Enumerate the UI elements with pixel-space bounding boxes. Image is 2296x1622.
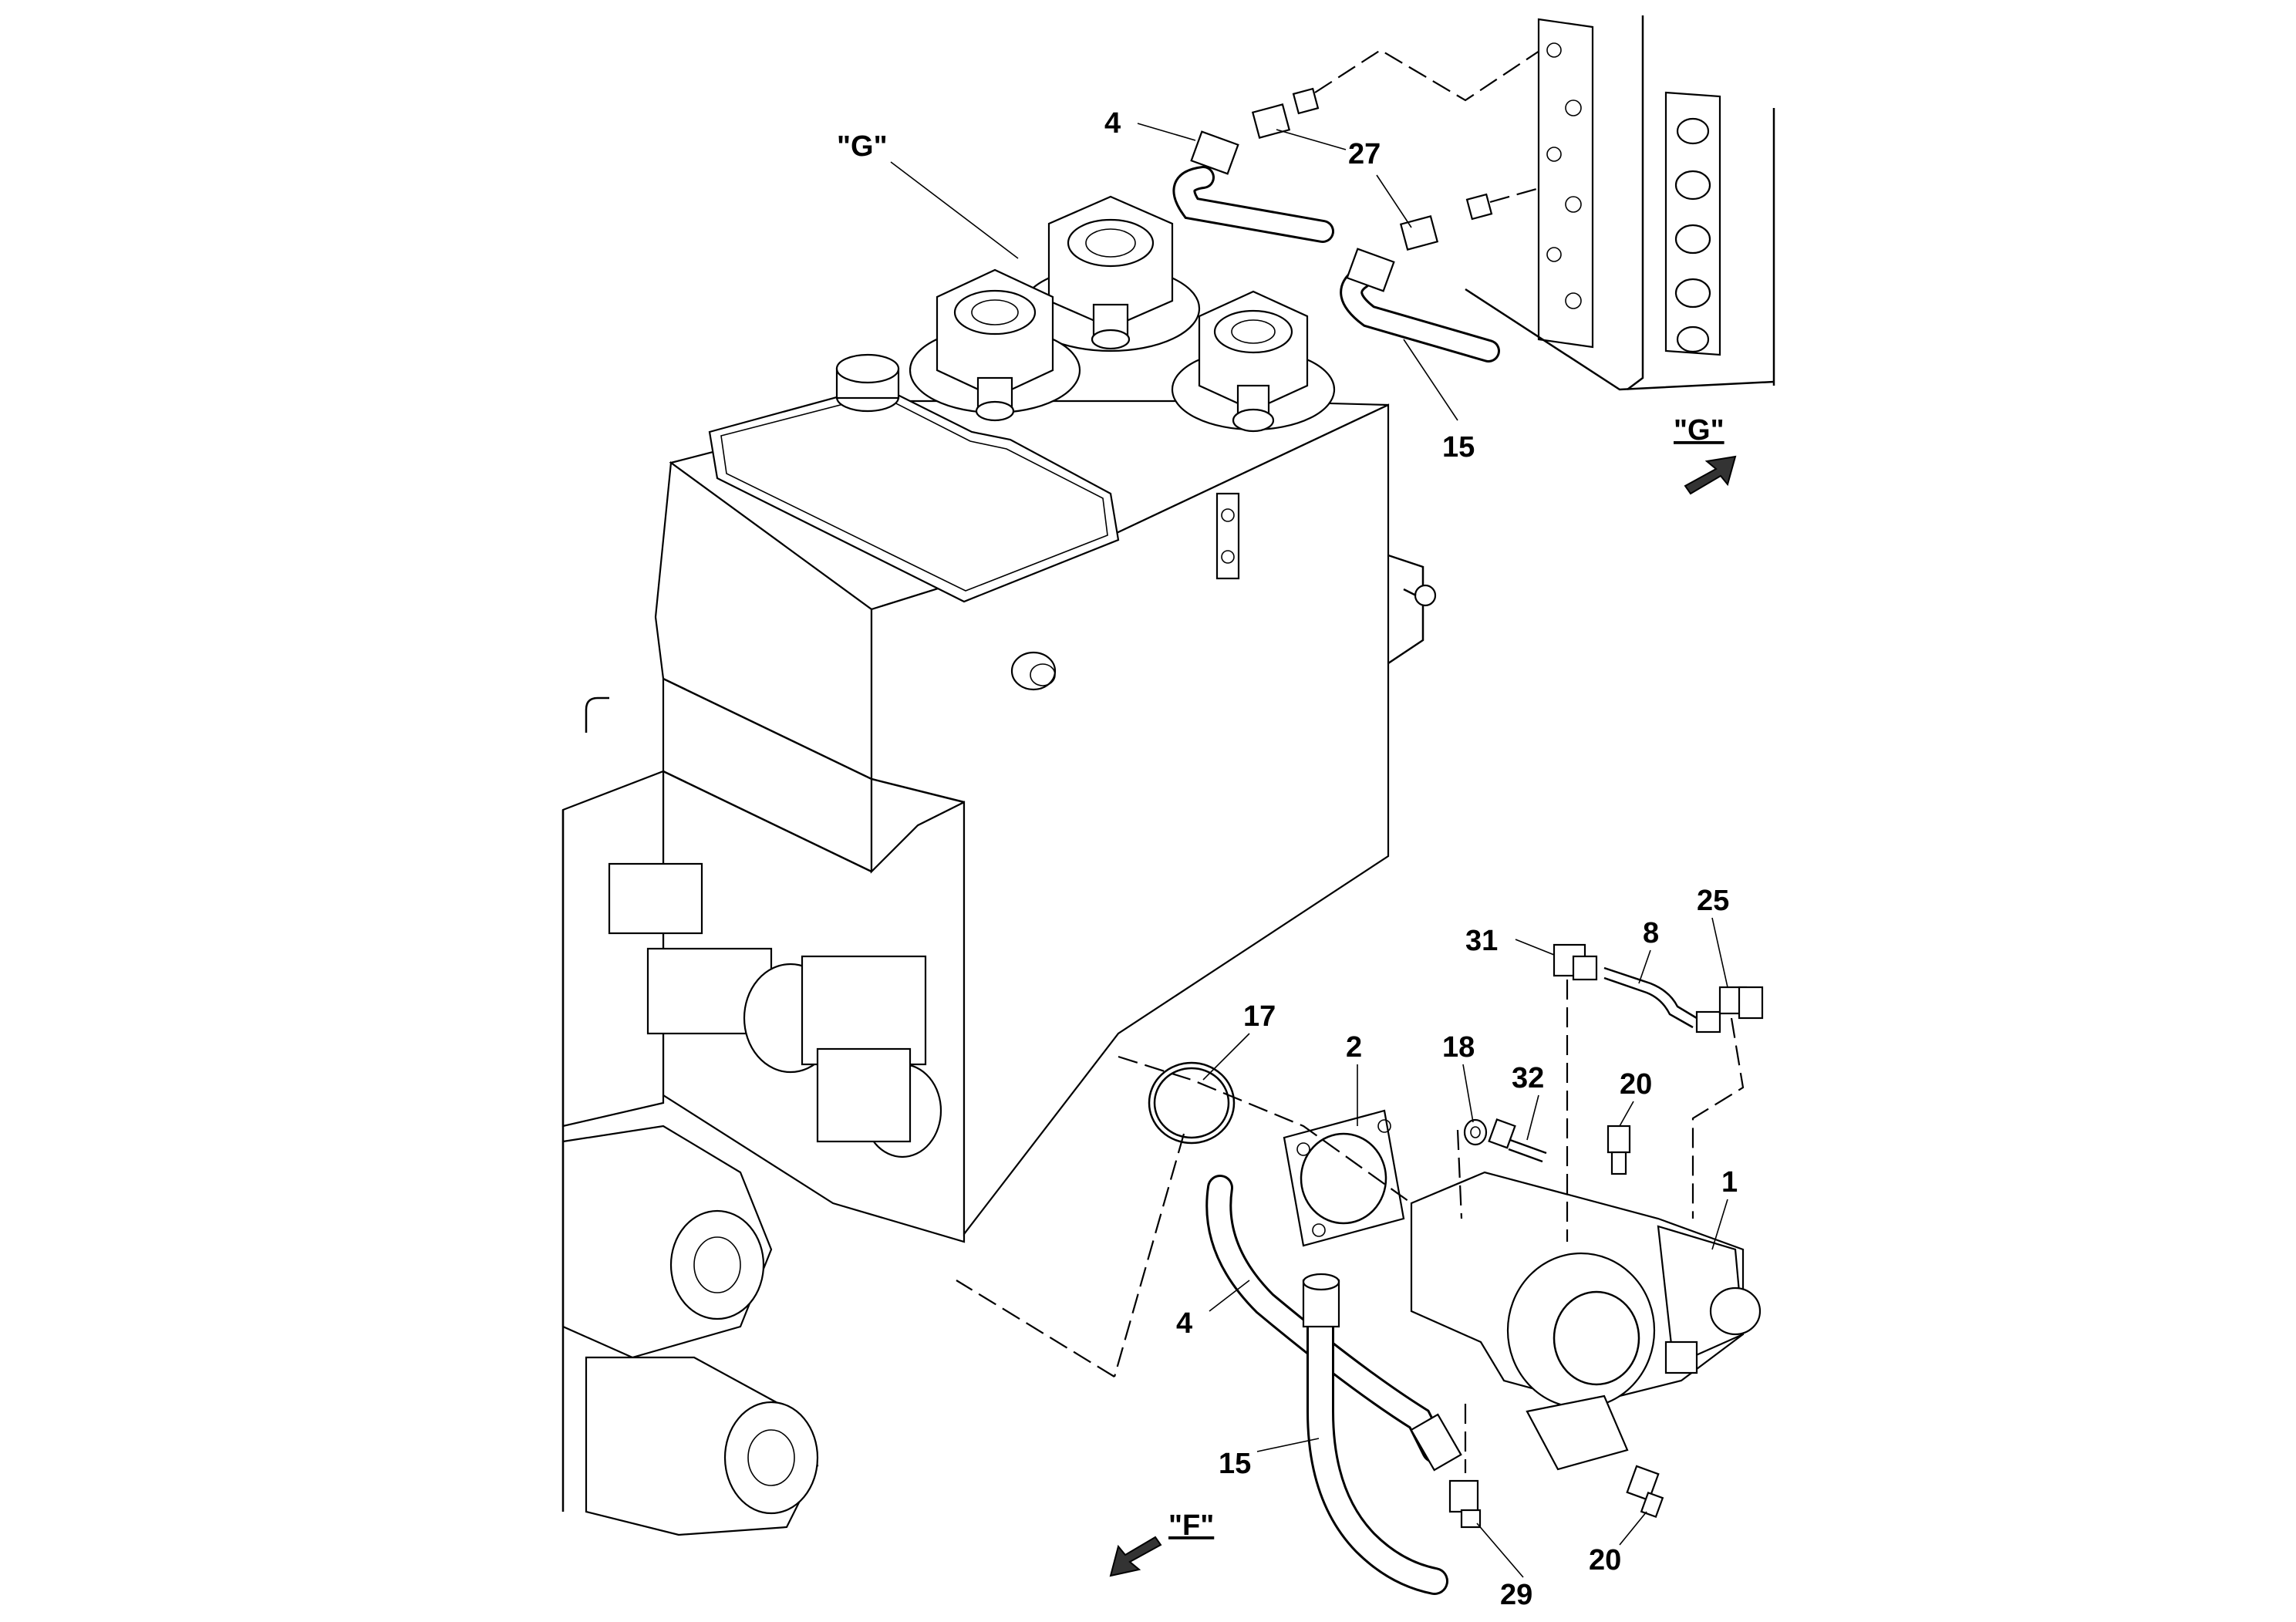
callout-15-lower: 15: [1219, 1448, 1251, 1480]
callout-25: 25: [1697, 885, 1729, 917]
callout-18: 18: [1442, 1031, 1475, 1064]
manifold-view-g: [1465, 15, 1775, 391]
flange-2: [1283, 1109, 1405, 1247]
sensor-20-lower: [1626, 1465, 1664, 1519]
callout-g-right: "G": [1674, 414, 1725, 447]
filter-housing-right: [1171, 290, 1336, 433]
callout-32: 32: [1512, 1062, 1544, 1094]
manifold-ports-left: [1546, 42, 1582, 309]
callout-labels: 4 27 15 "G" "G" 17 2 18 32 31 8 25 20 1 …: [837, 107, 1738, 1611]
connection-line-mid: [1489, 184, 1551, 204]
callout-31: 31: [1465, 925, 1498, 957]
leader-lines: [890, 123, 1728, 1578]
callout-4-lower: 4: [1176, 1307, 1192, 1340]
hydraulic-tank: [654, 353, 1437, 1243]
callout-g-left: "G": [837, 130, 888, 163]
filter-housings: [909, 195, 1336, 433]
callout-8: 8: [1643, 917, 1659, 949]
sensor-20-upper: [1607, 1125, 1631, 1175]
callout-1: 1: [1721, 1166, 1738, 1199]
filler-cap: [835, 353, 900, 413]
filter-housing-rear: [1020, 195, 1201, 352]
sight-plug: [1010, 651, 1057, 691]
lower-hose-4: [1205, 1175, 1462, 1472]
arrow-down-left-icon: [1109, 1536, 1162, 1577]
side-bracket: [1215, 492, 1240, 580]
o-ring-17: [1148, 1061, 1236, 1145]
washer-18: [1463, 1118, 1488, 1146]
access-cover: [708, 384, 1120, 603]
tube-8: [1603, 966, 1721, 1034]
callout-20-upper: 20: [1620, 1068, 1652, 1101]
fitting-29: [1448, 1479, 1482, 1529]
elbow-fitting-31: [1553, 943, 1598, 981]
callout-15-upper: 15: [1442, 431, 1475, 464]
pump-assembly-background: [561, 696, 942, 1536]
callout-17: 17: [1243, 1000, 1276, 1033]
connection-lines-lower: [956, 980, 1745, 1473]
callout-27-upper: 27: [1348, 138, 1381, 170]
manifold-fittings-right: [1674, 117, 1711, 353]
filter-housing-left: [909, 268, 1081, 422]
elbow-fitting-25: [1718, 986, 1764, 1020]
side-bolt: [1403, 584, 1437, 607]
arrow-up-right-icon: [1684, 455, 1737, 495]
callout-2: 2: [1346, 1031, 1362, 1064]
callout-f: "F": [1168, 1509, 1214, 1542]
callout-4-upper: 4: [1104, 107, 1121, 140]
callout-29: 29: [1500, 1579, 1532, 1611]
connection-line-upper: [1314, 46, 1547, 102]
callout-20-lower: 20: [1589, 1544, 1621, 1576]
upper-hose-15: [1340, 193, 1500, 363]
pump-1: [1410, 1171, 1762, 1471]
lower-hose-15: [1302, 1273, 1448, 1595]
bolt-32: [1488, 1118, 1547, 1163]
upper-hose-4: [1172, 87, 1334, 243]
